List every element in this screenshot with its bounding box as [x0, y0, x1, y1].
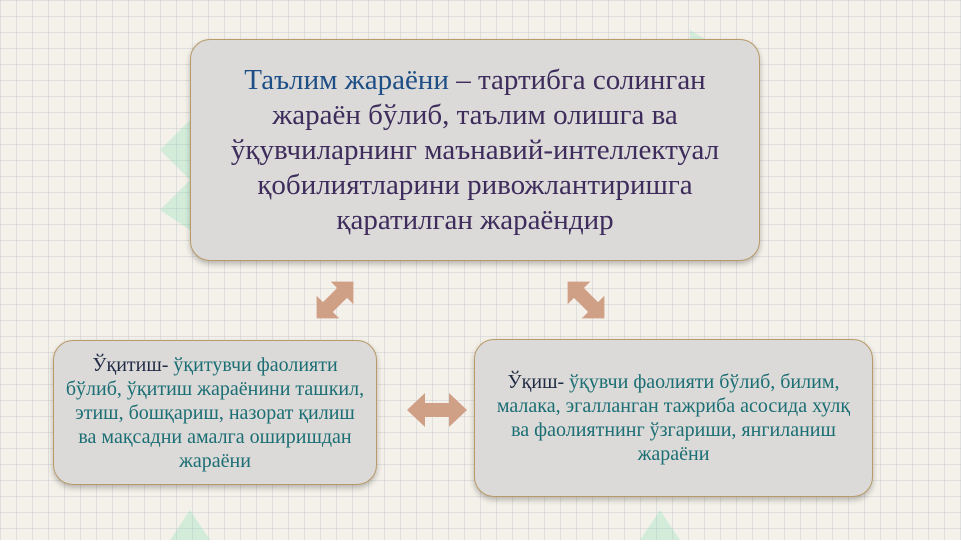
double-arrow-right-diagonal-icon: [567, 281, 605, 319]
learning-text: Ўқиш- ўқувчи фаолияти бўлиб, билим, мала…: [487, 370, 860, 466]
teaching-definition: ўқитувчи фаолияти бўлиб, ўқитиш жараёнин…: [65, 353, 365, 472]
education-process-term: Таълим жараёни: [244, 63, 449, 96]
learning-definition: ўқувчи фаолияти бўлиб, билим, малака, эг…: [496, 371, 851, 465]
double-arrow-left-diagonal-icon: [316, 281, 354, 319]
education-process-box: Таълим жараёни – тартибга солинган жараё…: [190, 39, 760, 261]
watermark-logo-bottom-right: [640, 510, 680, 540]
education-process-definition: – тартибга солинган жараён бўлиб, таълим…: [230, 63, 720, 236]
teaching-text: Ўқитиш- ўқитувчи фаолияти бўлиб, ўқитиш …: [64, 353, 366, 473]
teaching-term: Ўқитиш-: [92, 353, 169, 376]
learning-term: Ўқиш-: [507, 371, 565, 393]
education-process-text: Таълим жараёни – тартибга солинган жараё…: [221, 63, 729, 238]
learning-box: Ўқиш- ўқувчи фаолияти бўлиб, билим, мала…: [474, 339, 873, 497]
double-arrow-horizontal-icon: [407, 393, 467, 427]
watermark-logo-bottom-left: [170, 510, 210, 540]
teaching-box: Ўқитиш- ўқитувчи фаолияти бўлиб, ўқитиш …: [53, 340, 377, 485]
